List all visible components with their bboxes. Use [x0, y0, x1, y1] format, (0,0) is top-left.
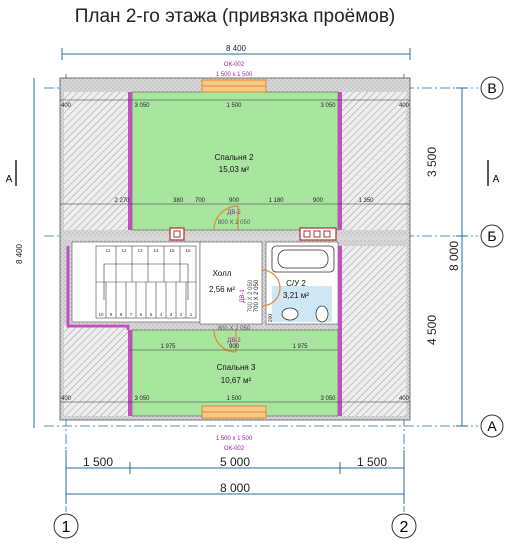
window-top: [201, 79, 267, 93]
stair-step-number: 9: [110, 312, 113, 317]
dim-top-row-1: 3 050: [134, 103, 150, 109]
knee-walls: [128, 92, 342, 416]
dim-lower-right: 1 975: [292, 344, 308, 350]
door-1-code: ДВ-2: [227, 210, 241, 216]
window-top-size: 1 500 х 1 500: [216, 72, 253, 78]
stair-step-number: 12: [121, 248, 127, 253]
stair-step-number: 5: [150, 312, 153, 317]
stair-steps: [95, 245, 197, 319]
bedroom-3-area: 10,67 м²: [221, 376, 252, 385]
svg-text:1: 1: [62, 519, 71, 536]
dim-mid-row-1: 380: [173, 198, 184, 204]
dim-bottom-total: 8 000: [220, 481, 250, 495]
dim-mid-row-2: 700: [195, 198, 206, 204]
axis-bubble-V: В: [480, 76, 504, 100]
vent-block-left: [169, 227, 185, 241]
door-bedroom-3: [213, 329, 237, 353]
stair-step-number: 2: [180, 312, 183, 317]
door-bathroom: [261, 269, 281, 307]
dim-bottom-row-0: 400: [61, 396, 72, 402]
stair-step-number: 1: [190, 312, 193, 317]
dim-bath-small: 200: [268, 314, 274, 323]
stair-step-number: 7: [130, 312, 133, 317]
stair-step-number: 13: [137, 248, 143, 253]
stair-step-number: 4: [160, 312, 163, 317]
bathtub: [271, 245, 335, 273]
svg-text:А: А: [487, 418, 497, 434]
svg-text:А: А: [493, 174, 500, 185]
dim-mid-row-6: 1 350: [358, 198, 374, 204]
dim-lower-left: 1 975: [160, 344, 176, 350]
window-bottom-code: ОК-002: [224, 446, 245, 452]
section-marker-right: А: [487, 160, 500, 186]
toilet: [315, 305, 329, 323]
bedroom-2-area: 15,03 м²: [219, 165, 250, 174]
dim-mid-row-5: 900: [313, 198, 324, 204]
hall-area: 2,56 м²: [209, 285, 235, 294]
door-3-size: 700 Х 2 050: [248, 279, 254, 312]
door-1-size: 800 Х 2 050: [218, 220, 251, 226]
stair-step-number: 15: [169, 248, 175, 253]
window-bottom-size: 1 500 х 1 500: [216, 436, 253, 442]
section-marker-left: А: [6, 160, 17, 186]
dim-top-row-4: 400: [399, 103, 410, 109]
door-bedroom-2: [213, 205, 239, 231]
dim-right-lower: 4 500: [425, 315, 439, 345]
stair-step-number: 6: [140, 312, 143, 317]
dim-right-upper: 3 500: [425, 147, 439, 177]
svg-text:А: А: [6, 174, 13, 185]
door-2-size: 800 Х 2 050: [218, 326, 251, 332]
dim-mid-row-0: 2 270: [114, 198, 130, 204]
bath-name: С/У 2: [286, 279, 306, 288]
dim-bottom-row-3: 3 050: [320, 396, 336, 402]
svg-text:Б: Б: [487, 228, 496, 244]
bath-area: 3,21 м²: [283, 291, 309, 300]
dim-mid-row-3: 900: [229, 198, 240, 204]
bedroom-2-name: Спальня 2: [215, 153, 254, 162]
door-3-code: ДВ-1: [240, 289, 246, 303]
stair-step-number: 8: [120, 312, 123, 317]
stair-step-number: 11: [106, 248, 111, 253]
axis-bubble-A: А: [480, 414, 504, 438]
door-2-code: ДВ-2: [227, 338, 241, 344]
axis-bubble-2: 2: [391, 513, 417, 539]
room-bedroom-2: [131, 91, 339, 231]
axis-bubble-B: Б: [480, 224, 504, 248]
dim-bottom-mid: 5 000: [220, 455, 250, 469]
stair-step-number: 14: [153, 248, 159, 253]
dim-bath-door: 700 X 2 050: [254, 279, 260, 312]
stair-step-number: 3: [170, 312, 173, 317]
dim-left-total: 8 400: [15, 243, 24, 264]
room-hall: [199, 241, 263, 325]
dim-top-row-3: 3 050: [320, 103, 336, 109]
dim-bottom-row-4: 400: [399, 396, 410, 402]
svg-text:2: 2: [400, 519, 409, 536]
dim-top-row-2: 1 500: [226, 103, 242, 109]
bedroom-3-name: Спальня 3: [217, 363, 256, 372]
dim-bottom-left: 1 500: [83, 455, 113, 469]
window-bottom: [201, 405, 267, 419]
vent-block-right: [299, 227, 337, 241]
hall-name: Холл: [213, 269, 232, 278]
dim-bottom-right: 1 500: [357, 455, 387, 469]
stair-step-number: 16: [185, 248, 191, 253]
stair-step-number: 10: [98, 312, 104, 317]
dim-top-total: 8 400: [226, 44, 247, 53]
svg-text:В: В: [487, 80, 496, 96]
dim-right-total: 8 000: [447, 241, 461, 271]
room-bedroom-3: [131, 329, 339, 417]
sink: [281, 307, 299, 321]
dim-lower-mid: 900: [229, 344, 240, 350]
axis-bubble-1: 1: [53, 513, 79, 539]
stair-wall: [66, 246, 130, 330]
dim-bottom-row-1: 3 050: [134, 396, 150, 402]
dim-bottom-row-2: 1 500: [226, 396, 242, 402]
dim-mid-row-4: 1 180: [268, 198, 284, 204]
window-top-code: ОК-002: [224, 62, 245, 68]
dim-top-row-0: 400: [61, 103, 72, 109]
plan-title: План 2-го этажа (привязка проёмов): [74, 6, 396, 27]
